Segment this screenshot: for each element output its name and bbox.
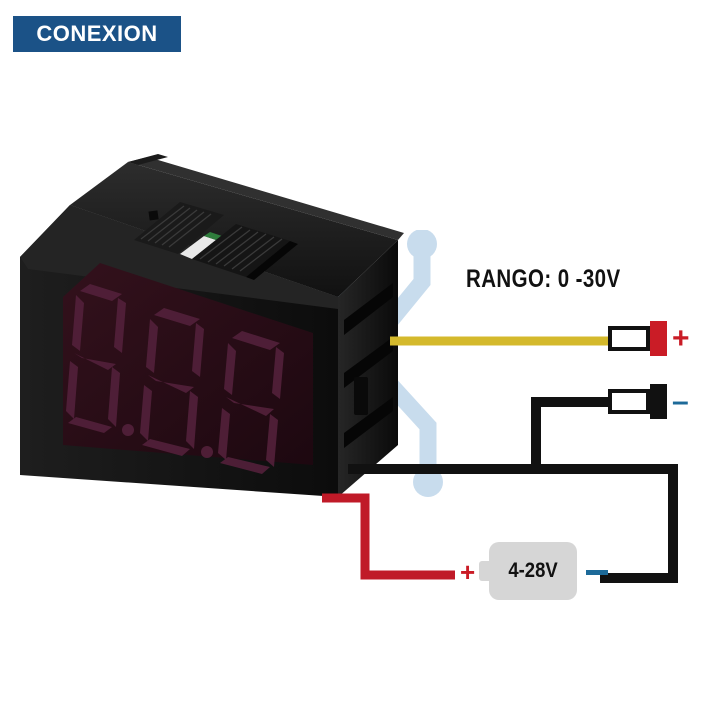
section-title-text: CONEXION xyxy=(36,21,158,46)
wire-black xyxy=(348,464,678,583)
digit-1 xyxy=(66,284,134,436)
terminal-tip-negative xyxy=(650,384,667,419)
digital-voltmeter-module xyxy=(20,154,404,497)
module-mounting-clips xyxy=(128,154,168,165)
negative-terminal: – xyxy=(608,384,689,419)
seven-segment-digits xyxy=(66,284,284,474)
battery-terminal-nub xyxy=(479,561,490,581)
battery-minus-sign xyxy=(586,570,608,575)
digit-2 xyxy=(140,308,213,458)
wire-black-branch xyxy=(531,397,612,469)
terminal-sign-negative: – xyxy=(672,384,689,418)
terminal-sign-positive: + xyxy=(672,321,690,355)
wire-red xyxy=(322,493,455,580)
power-supply-block: 4-28V xyxy=(489,542,577,600)
battery-plus-sign: + xyxy=(460,557,476,587)
positive-terminal: + xyxy=(608,321,690,356)
module-right-side xyxy=(338,240,398,497)
power-supply-label: 4-28V xyxy=(508,559,558,582)
digit-3 xyxy=(218,331,284,474)
range-label-text: RANGO: 0 -30V xyxy=(466,265,621,293)
display-window xyxy=(63,263,313,465)
terminal-tip-positive xyxy=(650,321,667,356)
terminal-barrel-positive xyxy=(608,326,650,351)
section-title-badge: CONEXION xyxy=(13,16,181,52)
adjust-connector-block xyxy=(134,202,298,280)
terminal-barrel-negative xyxy=(608,389,650,414)
